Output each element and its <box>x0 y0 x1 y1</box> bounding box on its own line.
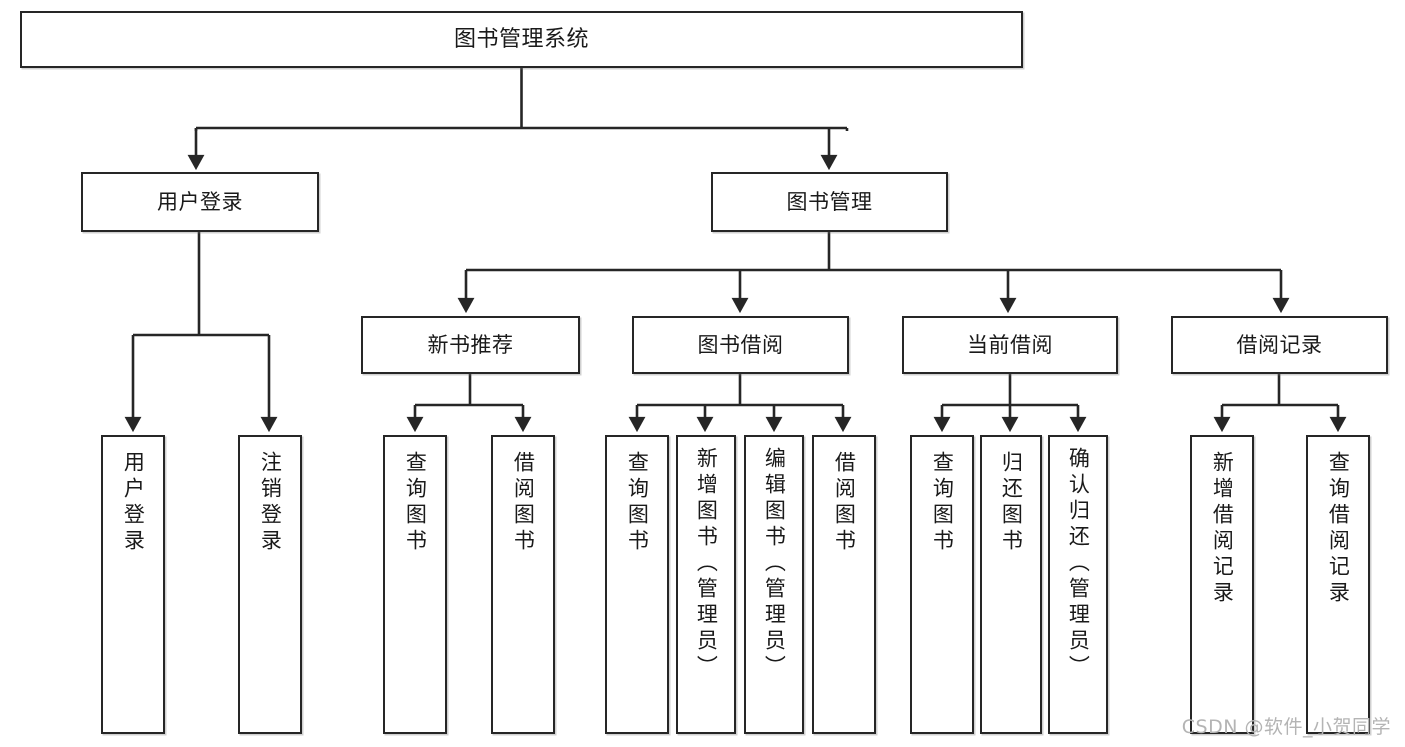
node-root[interactable]: 图书管理系统 <box>20 11 1023 68</box>
node-book-manage[interactable]: 图书管理 <box>711 172 948 232</box>
node-current-borrow[interactable]: 当前借阅 <box>902 316 1118 374</box>
node-leaf-add-record[interactable]: 新增借阅记录 <box>1190 435 1254 734</box>
node-leaf-borrow-book-1[interactable]: 借阅图书 <box>491 435 555 734</box>
node-leaf-query-record[interactable]: 查询借阅记录 <box>1306 435 1370 734</box>
node-leaf-query-record-label: 查询借阅记录 <box>1326 451 1351 607</box>
node-user-login-label: 用户登录 <box>157 189 243 214</box>
node-leaf-user-login[interactable]: 用户登录 <box>101 435 165 734</box>
node-leaf-edit-book-label: 编辑图书（管理员） <box>762 447 787 681</box>
node-leaf-query-book-2[interactable]: 查询图书 <box>605 435 669 734</box>
node-leaf-confirm-return[interactable]: 确认归还（管理员） <box>1048 435 1108 734</box>
node-leaf-user-login-label: 用户登录 <box>121 451 146 555</box>
node-leaf-query-book-3-label: 查询图书 <box>930 451 955 555</box>
node-leaf-user-logout-label: 注销登录 <box>258 451 283 555</box>
node-leaf-query-book-1[interactable]: 查询图书 <box>383 435 447 734</box>
node-leaf-query-book-1-label: 查询图书 <box>403 451 428 555</box>
node-leaf-borrow-book-2-label: 借阅图书 <box>832 451 857 555</box>
node-new-book-recommend[interactable]: 新书推荐 <box>361 316 580 374</box>
node-leaf-query-book-3[interactable]: 查询图书 <box>910 435 974 734</box>
node-leaf-borrow-book-2[interactable]: 借阅图书 <box>812 435 876 734</box>
node-leaf-add-record-label: 新增借阅记录 <box>1210 451 1235 607</box>
node-user-login[interactable]: 用户登录 <box>81 172 319 232</box>
node-leaf-add-book[interactable]: 新增图书（管理员） <box>676 435 736 734</box>
watermark-text: CSDN @软件_小贺同学 <box>1181 716 1391 738</box>
node-book-borrow-label: 图书借阅 <box>697 332 784 357</box>
node-leaf-confirm-return-label: 确认归还（管理员） <box>1066 447 1091 681</box>
node-book-manage-label: 图书管理 <box>786 189 873 214</box>
node-borrow-record-label: 借阅记录 <box>1236 332 1323 357</box>
node-leaf-add-book-label: 新增图书（管理员） <box>694 447 719 681</box>
node-current-borrow-label: 当前借阅 <box>967 332 1053 357</box>
node-new-book-recommend-label: 新书推荐 <box>427 332 514 357</box>
node-root-label: 图书管理系统 <box>453 26 589 52</box>
node-leaf-query-book-2-label: 查询图书 <box>625 451 650 555</box>
node-book-borrow[interactable]: 图书借阅 <box>632 316 849 374</box>
node-leaf-user-logout[interactable]: 注销登录 <box>238 435 302 734</box>
node-leaf-return-book-label: 归还图书 <box>999 451 1024 555</box>
node-leaf-return-book[interactable]: 归还图书 <box>980 435 1042 734</box>
node-leaf-edit-book[interactable]: 编辑图书（管理员） <box>744 435 804 734</box>
node-borrow-record[interactable]: 借阅记录 <box>1171 316 1388 374</box>
node-leaf-borrow-book-1-label: 借阅图书 <box>511 451 536 555</box>
